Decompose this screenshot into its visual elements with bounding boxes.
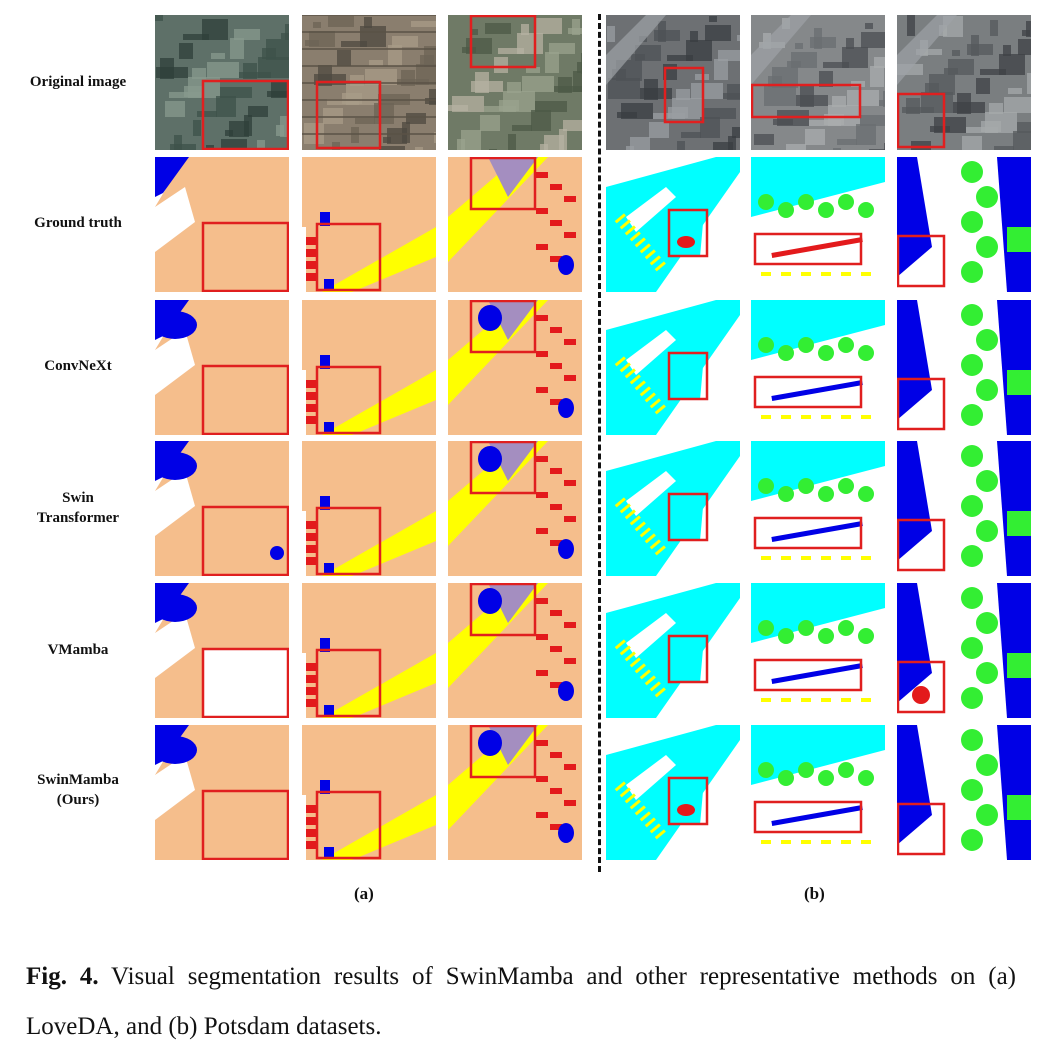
highlight-box (751, 83, 862, 119)
highlight-box (315, 506, 382, 576)
highlight-box (667, 351, 709, 401)
highlight-box (469, 583, 537, 637)
thumb-gt-col5 (751, 157, 885, 292)
caption-label: Fig. 4. (26, 963, 99, 990)
thumb-ours-col1 (155, 725, 289, 860)
thumb-vmamba-col6 (897, 583, 1031, 718)
thumb-convnext-col1 (155, 300, 289, 435)
thumb-vmamba-col1 (155, 583, 289, 718)
panel-divider (598, 14, 601, 872)
thumb-gt-col6 (897, 157, 1031, 292)
highlight-box (753, 375, 863, 409)
figure-caption: Fig. 4. Visual segmentation results of S… (26, 952, 1016, 1052)
highlight-box (201, 647, 289, 718)
thumb-convnext-col3 (448, 300, 582, 435)
highlight-box (315, 80, 382, 150)
highlight-box (897, 234, 946, 288)
thumb-ours-col4 (606, 725, 740, 860)
highlight-box (667, 492, 709, 542)
row-label-vmamba: VMamba (47, 642, 109, 658)
thumb-ours-col6 (897, 725, 1031, 860)
thumb-original-col5 (751, 15, 885, 150)
highlight-box (897, 802, 946, 856)
thumb-swin-col4 (606, 441, 740, 576)
highlight-box (201, 79, 289, 150)
thumb-vmamba-col4 (606, 583, 740, 718)
thumb-original-col6 (897, 15, 1031, 150)
highlight-box (315, 648, 382, 718)
thumb-swin-col3 (448, 441, 582, 576)
thumb-vmamba-col3 (448, 583, 582, 718)
highlight-box (315, 790, 382, 860)
highlight-box (753, 800, 863, 834)
highlight-box (201, 364, 289, 435)
thumb-swin-col6 (897, 441, 1031, 576)
thumb-convnext-col6 (897, 300, 1031, 435)
highlight-box (315, 365, 382, 435)
highlight-box (753, 516, 863, 550)
highlight-box (663, 66, 705, 124)
thumb-swin-col2 (302, 441, 436, 576)
row-label-convnext: ConvNeXt (44, 358, 112, 374)
highlight-box (469, 157, 537, 211)
highlight-box (469, 725, 537, 779)
thumb-convnext-col2 (302, 300, 436, 435)
thumb-ours-col3 (448, 725, 582, 860)
highlight-box (201, 221, 289, 292)
thumb-gt-col2 (302, 157, 436, 292)
row-label-swinmamba-ours: SwinMamba(Ours) (37, 772, 119, 808)
thumb-ours-col2 (302, 725, 436, 860)
thumb-gt-col1 (155, 157, 289, 292)
thumb-vmamba-col2 (302, 583, 436, 718)
highlight-box (469, 441, 537, 495)
highlight-box (667, 634, 709, 684)
thumb-gt-col3 (448, 157, 582, 292)
thumb-swin-col5 (751, 441, 885, 576)
highlight-box (753, 232, 863, 266)
caption-text: Visual segmentation results of SwinMamba… (26, 963, 1016, 1040)
thumb-swin-col1 (155, 441, 289, 576)
panel-label-b: (b) (804, 884, 825, 903)
highlight-box (469, 15, 537, 69)
thumb-original-col4 (606, 15, 740, 150)
thumb-convnext-col4 (606, 300, 740, 435)
thumb-original-col3 (448, 15, 582, 150)
thumb-original-col2 (302, 15, 436, 150)
thumb-vmamba-col5 (751, 583, 885, 718)
thumb-ours-col5 (751, 725, 885, 860)
highlight-box (469, 300, 537, 354)
highlight-box (667, 776, 709, 826)
highlight-box (667, 208, 709, 258)
highlight-box (897, 660, 946, 714)
highlight-box (201, 505, 289, 576)
highlight-box (897, 92, 946, 149)
thumb-original-col1 (155, 15, 289, 150)
highlight-box (315, 222, 382, 292)
highlight-box (201, 789, 289, 860)
highlight-box (753, 658, 863, 692)
thumb-convnext-col5 (751, 300, 885, 435)
thumb-gt-col4 (606, 157, 740, 292)
panel-label-a: (a) (354, 884, 374, 903)
highlight-box (897, 377, 946, 431)
highlight-box (897, 518, 946, 572)
row-label-ground-truth: Ground truth (34, 215, 122, 231)
row-label-original-image: Original image (29, 74, 127, 90)
